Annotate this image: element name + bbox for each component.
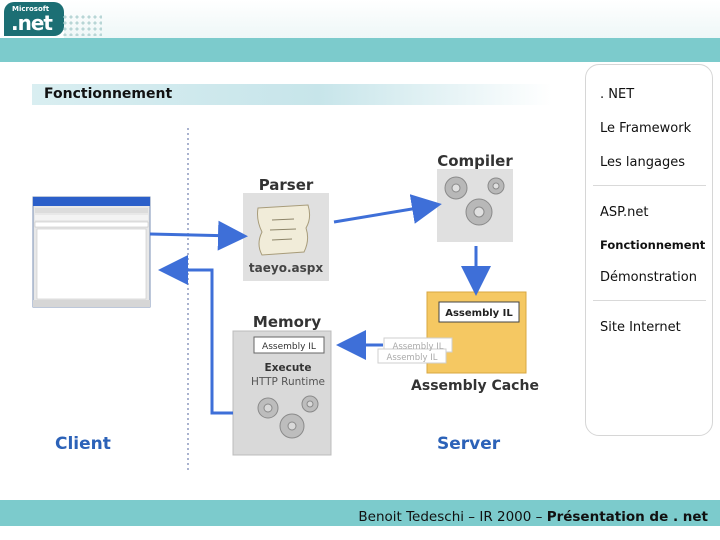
memory-label: Memory	[253, 313, 321, 331]
menu-item-site-internet[interactable]: Site Internet	[600, 320, 681, 335]
logo-main: .net	[11, 11, 53, 35]
runtime-gears-icon	[257, 395, 319, 439]
header-band	[0, 0, 720, 62]
footer-prefix: Benoit Tedeschi – IR 2000 –	[358, 509, 547, 525]
menu-item-aspnet[interactable]: ASP.net	[600, 205, 649, 220]
footer-band	[0, 500, 720, 526]
browser-window-icon	[32, 196, 151, 308]
file-label: taeyo.aspx	[249, 261, 323, 275]
menu-item-dotnet[interactable]: . NET	[600, 87, 635, 102]
footer-bold: Présentation de . net	[546, 509, 708, 525]
nav-menu-panel	[585, 64, 713, 436]
assembly-cache-label: Assembly Cache	[411, 378, 539, 394]
logo-prefix: Microsoft	[12, 5, 50, 13]
menu-item-langages[interactable]: Les langages	[600, 155, 685, 170]
http-runtime-label: HTTP Runtime	[251, 376, 325, 388]
transfer-card-2-text: Assembly IL	[387, 353, 438, 363]
menu-item-framework[interactable]: Le Framework	[600, 121, 692, 136]
logo-dots-decoration	[62, 14, 102, 36]
parser-label: Parser	[259, 176, 314, 194]
client-label: Client	[55, 434, 111, 454]
menu-item-fonctionnement[interactable]: Fonctionnement	[600, 238, 706, 252]
memory-assembly-il-card	[253, 336, 325, 354]
scroll-file-icon	[257, 204, 311, 256]
gears-icon	[444, 176, 505, 226]
compiler-label: Compiler	[437, 152, 513, 170]
footer-text: Benoit Tedeschi – IR 2000 – Présentation…	[358, 509, 708, 525]
execute-label: Execute	[265, 362, 312, 374]
cache-assembly-il-text: Assembly IL	[445, 308, 513, 319]
request-arrow	[149, 220, 248, 251]
memory-assembly-il-text: Assembly IL	[262, 342, 316, 352]
dotnet-logo: Microsoft .net	[4, 2, 64, 36]
section-title-bar	[32, 84, 552, 105]
transfer-card-1-text: Assembly IL	[393, 342, 444, 352]
section-title: Fonctionnement	[44, 86, 173, 102]
menu-separator	[593, 300, 706, 301]
assembly-il-card	[438, 301, 520, 323]
menu-separator	[593, 185, 706, 186]
transfer-card-2	[377, 348, 447, 364]
parser-to-compiler-arrow	[333, 194, 442, 224]
server-label: Server	[437, 434, 501, 454]
response-arrow	[158, 255, 233, 415]
menu-item-demonstration[interactable]: Démonstration	[600, 270, 697, 285]
